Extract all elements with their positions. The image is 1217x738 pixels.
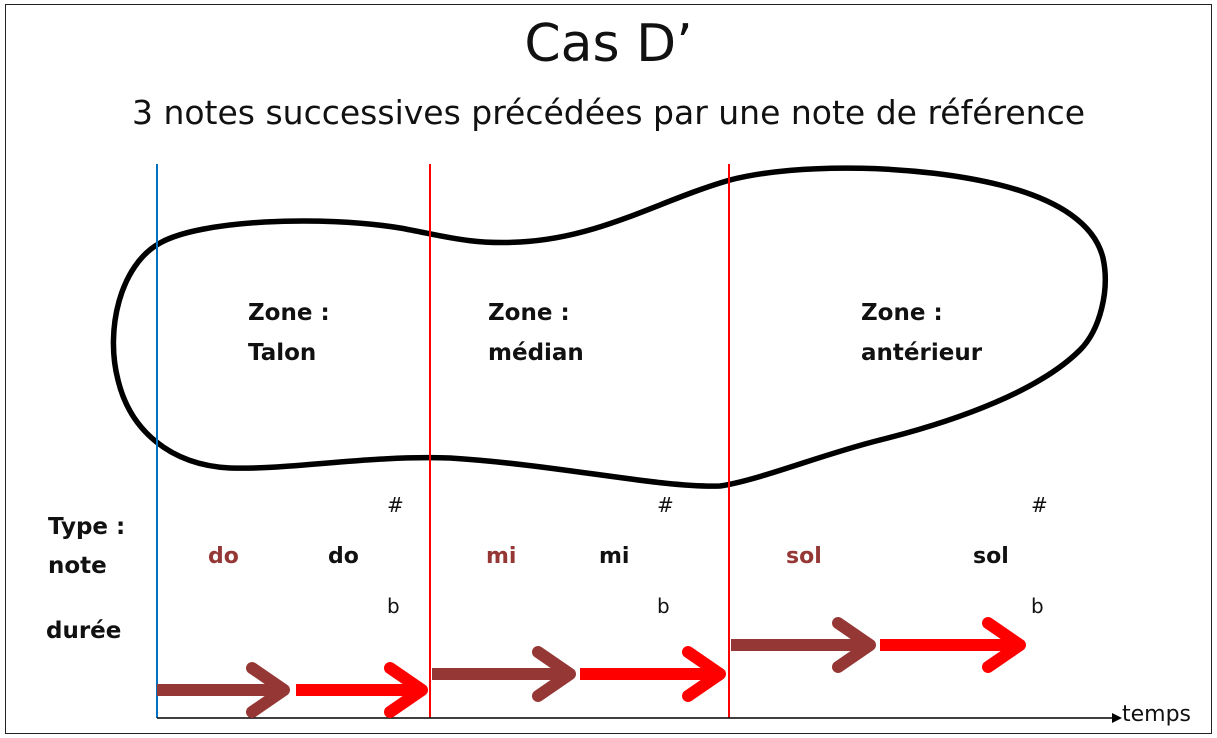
diagram-subtitle: 3 notes successives précédées par une no… [131,93,1086,132]
note-var-sol: sol [973,544,1009,569]
arrow-var-sol [880,617,1026,673]
row-label-type: Type : [48,514,126,540]
zone-median-label-2: médian [488,340,584,366]
arrow-ref-mi [432,646,576,702]
row-label-note: note [48,553,107,579]
arrow-var-mi [580,646,726,702]
note-var-mi: mi [599,544,630,569]
zone-anterieur-label-2: antérieur [861,340,983,366]
zone-anterieur-label-1: Zone : [861,300,943,326]
arrow-ref-sol [731,617,876,673]
zone-talon-label-1: Zone : [248,300,330,326]
note-var-do: do [328,544,359,569]
arrow-var-do [296,662,428,718]
zone-median-label-1: Zone : [488,300,570,326]
time-axis-label: temps [1122,702,1192,727]
sharp-symbol-do: # [387,493,404,517]
flat-symbol-do: b [387,594,400,618]
time-axis-arrowhead [1112,713,1122,723]
diagram-border [5,4,1212,734]
flat-symbol-sol: b [1031,594,1044,618]
note-ref-sol: sol [786,544,822,569]
foot-outline [110,165,1108,489]
sharp-symbol-sol: # [1031,493,1048,517]
diagram-title: Cas D’ [524,14,693,74]
note-ref-do: do [208,544,239,569]
row-label-duree: durée [46,618,122,644]
arrow-ref-do [157,662,290,718]
sharp-symbol-mi: # [657,493,674,517]
zone-talon-label-2: Talon [248,340,317,366]
note-ref-mi: mi [486,544,517,569]
flat-symbol-mi: b [657,594,670,618]
